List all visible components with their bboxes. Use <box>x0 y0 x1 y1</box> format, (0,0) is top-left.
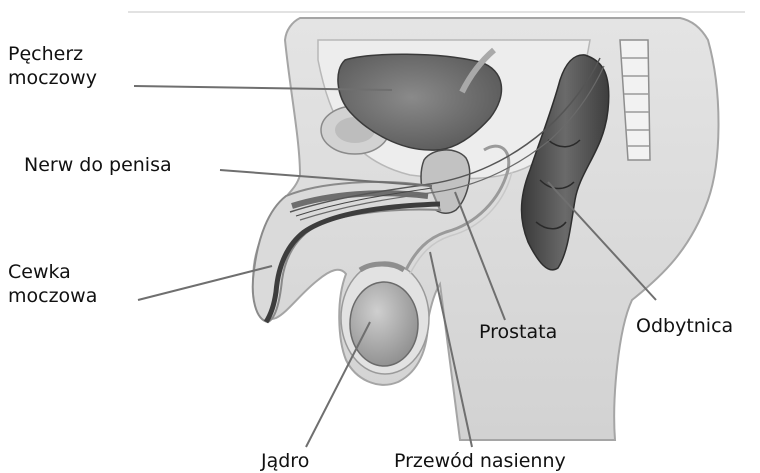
label-rectum: Odbytnica <box>634 314 735 338</box>
label-bladder-line2: moczowy <box>8 66 97 90</box>
label-testis: Jądro <box>259 449 311 473</box>
label-urethra: Cewka moczowa <box>6 260 99 308</box>
label-prostate: Prostata <box>477 320 559 344</box>
label-bladder: Pęcherz moczowy <box>6 42 99 90</box>
label-urethra-line1: Cewka <box>8 260 97 284</box>
label-urethra-line2: moczowa <box>8 284 97 308</box>
label-bladder-line1: Pęcherz <box>8 42 97 66</box>
label-vas-deferens: Przewód nasienny <box>392 449 568 473</box>
testis-shape <box>350 282 418 366</box>
label-nerve: Nerw do penisa <box>22 153 174 177</box>
